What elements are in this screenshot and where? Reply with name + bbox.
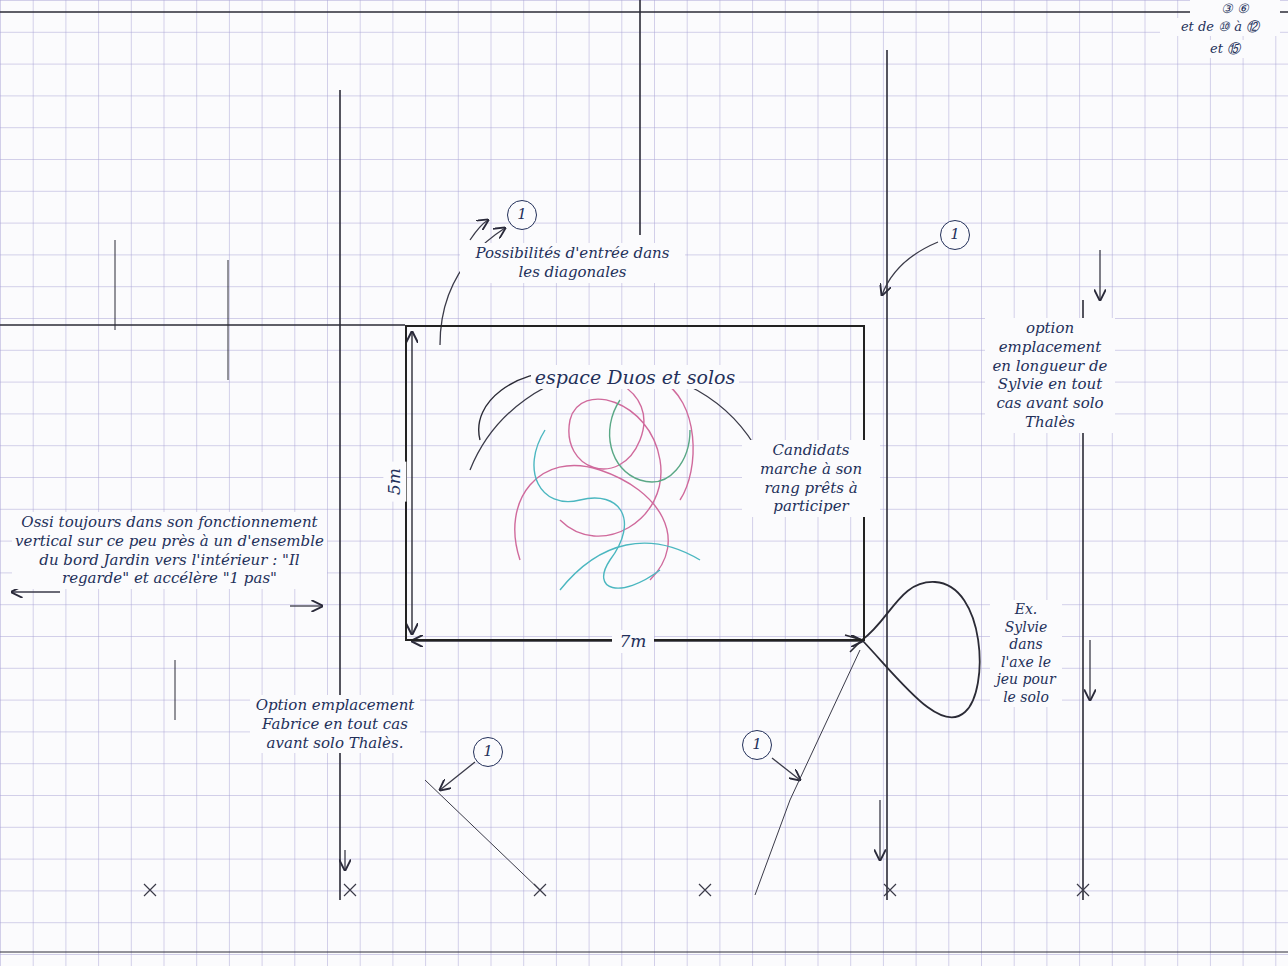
dimension: 5m	[383, 462, 406, 502]
corner-note: et ⑮	[1185, 40, 1265, 58]
solo-loop	[862, 582, 980, 718]
corner-note: et de ⑩ à ⑫	[1160, 18, 1280, 36]
stage-title: espace Duos et solos	[531, 365, 739, 389]
movement-scribbles	[479, 372, 700, 590]
staging-note: Ossi toujours dans son fonctionnement ve…	[12, 512, 327, 589]
option-note: option emplacement en longueur de Sylvie…	[985, 318, 1115, 433]
callout-number: 1	[507, 200, 537, 230]
option-note: Option emplacement Fabrice en tout cas a…	[250, 695, 420, 753]
solo-note: Ex. Sylvie dans l'axe le jeu pour le sol…	[990, 600, 1062, 707]
bottom-marks	[144, 884, 1089, 896]
entry-arrows	[12, 220, 1100, 895]
callout-number: 1	[940, 220, 970, 250]
callout-number: 1	[742, 730, 772, 760]
entry-note: Possibilités d'entrée dans les diagonale…	[460, 243, 685, 283]
loop-arrowhead	[845, 635, 862, 652]
dimension: 7m	[612, 630, 654, 653]
corner-note: ③ ⑥	[1190, 0, 1280, 18]
staging-note: Candidats marche à son rang prêts à part…	[742, 440, 880, 517]
callout-number: 1	[473, 737, 503, 767]
